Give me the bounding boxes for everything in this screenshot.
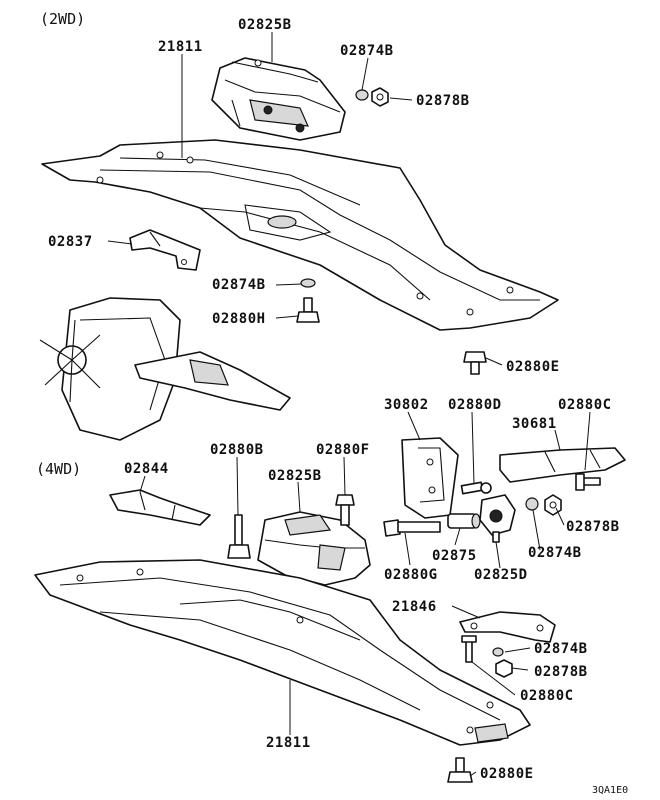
label-washer-lower: 02874B [534, 641, 588, 657]
plate-02844 [109, 489, 211, 526]
label-washer-right: 02874B [528, 545, 582, 561]
crossmember-2wd [41, 139, 559, 331]
crossmember-4wd [34, 559, 531, 746]
section-4wd-label: (4WD) [36, 460, 82, 478]
engine-mount-4wd [257, 511, 371, 586]
label-plate-4wd: 02844 [124, 461, 169, 477]
label-bolt-4wd-bottom: 02880E [480, 766, 534, 782]
bolt-2wd-bottom [463, 351, 487, 375]
washer-nut-lower [461, 635, 513, 678]
leader-lines [107, 32, 591, 777]
label-bolt-02880c-lower: 02880C [520, 688, 574, 704]
label-top-bracket: 02825B [238, 17, 292, 33]
label-bolt-2wd-bottom: 02880E [506, 359, 560, 375]
label-bolt-02880d: 02880D [448, 397, 502, 413]
label-washer-mid: 02874B [212, 277, 266, 293]
plate-02837 [129, 229, 201, 271]
label-nut-top: 02878B [416, 93, 470, 109]
washer-nut-right [525, 494, 562, 516]
bolt-02880d [460, 481, 492, 495]
label-bolt-02880f: 02880F [316, 442, 370, 458]
bolt-4wd-bottom [447, 757, 473, 783]
label-crossmember-4wd: 21811 [266, 735, 311, 751]
label-bolt-02880c-top: 02880C [558, 397, 612, 413]
mount-02825d [479, 494, 516, 543]
label-mount-02825d: 02825D [474, 567, 528, 583]
label-mount-4wd: 02825B [268, 468, 322, 484]
bolt-02880f [335, 494, 355, 526]
bracket-21846 [459, 611, 556, 643]
bracket-30802 [401, 437, 459, 519]
engine-illustration [39, 297, 291, 441]
section-2wd-label: (2WD) [40, 10, 86, 28]
label-bracket-21846: 21846 [392, 599, 437, 615]
bracket-30681 [499, 447, 626, 483]
label-spacer: 02875 [432, 548, 477, 564]
label-bracket-30802: 30802 [384, 397, 429, 413]
washer-nut-top [355, 87, 389, 107]
label-nut-lower: 02878B [534, 664, 588, 680]
label-plate-2wd: 02837 [48, 234, 93, 250]
spacer-02875 [447, 513, 481, 529]
label-bracket-30681: 30681 [512, 416, 557, 432]
bolt-02880b [227, 514, 251, 559]
label-crossmember-2wd: 21811 [158, 39, 203, 55]
label-bolt-02880b: 02880B [210, 442, 264, 458]
label-nut-right: 02878B [566, 519, 620, 535]
label-bolt-mid: 02880H [212, 311, 266, 327]
washer-bolt-mid [296, 278, 320, 323]
bolt-02880c-top [575, 473, 601, 491]
engine-mount-2wd [211, 57, 346, 141]
label-washer-top: 02874B [340, 43, 394, 59]
diagram-code: 3QA1E0 [592, 785, 629, 796]
bolt-02880g [383, 519, 441, 537]
label-bolt-02880g: 02880G [384, 567, 438, 583]
